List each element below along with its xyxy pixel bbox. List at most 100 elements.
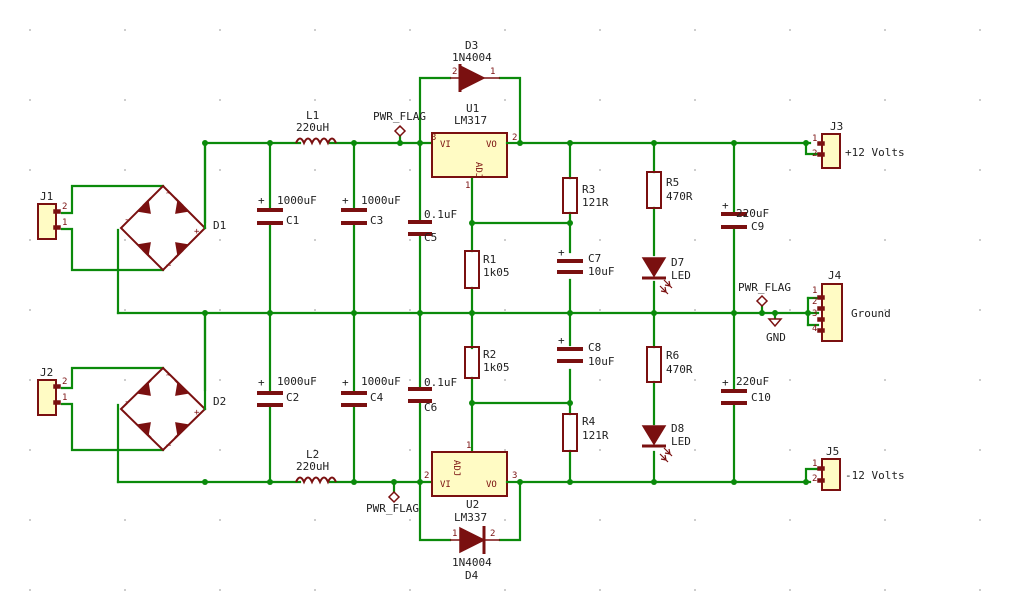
grid-dot bbox=[979, 99, 981, 101]
grid-dot bbox=[504, 239, 506, 241]
grid-dot bbox=[599, 379, 601, 381]
c1-value: 1000uF bbox=[277, 194, 317, 207]
c8-ref: C8 bbox=[588, 341, 601, 354]
grid-dot bbox=[694, 589, 696, 591]
grid-dot bbox=[694, 449, 696, 451]
r5-value: 470R bbox=[666, 190, 693, 203]
j3-pin2: 2 bbox=[812, 149, 817, 159]
j5-pin2: 2 bbox=[812, 474, 817, 484]
c2-ref: C2 bbox=[286, 391, 299, 404]
c8-value: 10uF bbox=[588, 355, 615, 368]
resistor-r6: R6 470R bbox=[646, 346, 693, 383]
grid-dot bbox=[504, 99, 506, 101]
capacitor-c2: + 1000uF C2 bbox=[257, 375, 317, 407]
grid-dot bbox=[29, 449, 31, 451]
regulator-u1: VI VO ADJ 3 2 1 U1 LM317 bbox=[431, 102, 522, 191]
grid-dot bbox=[124, 379, 126, 381]
l1-ref: L1 bbox=[306, 109, 319, 122]
grid-dot bbox=[29, 239, 31, 241]
u2-value: LM337 bbox=[454, 511, 487, 524]
u1-vi: VI bbox=[440, 140, 451, 150]
capacitor-c5: 0.1uF C5 bbox=[408, 208, 457, 244]
bridge-rectifier-d1: D1 + - ~ ~ bbox=[119, 141, 226, 272]
c10-value: 220uF bbox=[736, 375, 769, 388]
j2-pin1: 1 bbox=[62, 393, 67, 403]
capacitor-c6: 0.1uF C6 bbox=[408, 376, 457, 414]
d1-plus: + bbox=[194, 227, 200, 237]
d2-minus: - bbox=[124, 397, 129, 407]
capacitor-c3: + 1000uF C3 bbox=[341, 194, 401, 227]
grid-dot bbox=[409, 309, 411, 311]
grid-dot bbox=[219, 239, 221, 241]
grid-dot bbox=[409, 589, 411, 591]
d3-value: 1N4004 bbox=[452, 51, 492, 64]
grid-dot bbox=[314, 99, 316, 101]
d3-pin-a: 2 bbox=[452, 67, 457, 77]
u1-pin-out: 2 bbox=[512, 133, 517, 143]
connector-j5: 1 2 J5 -12 Volts bbox=[812, 445, 905, 491]
j4-pin3: 3 bbox=[812, 309, 817, 319]
l1-value: 220uH bbox=[296, 121, 329, 134]
connector-j1: J1 2 1 bbox=[37, 190, 67, 240]
grid-dot bbox=[219, 519, 221, 521]
connector-j4: 1 2 3 4 J4 Ground bbox=[812, 269, 891, 342]
grid-dot bbox=[599, 519, 601, 521]
j1-pin2: 2 bbox=[62, 202, 67, 212]
resistor-r3: R3 121R bbox=[562, 177, 609, 214]
grid-dot bbox=[789, 29, 791, 31]
d1-ac-top: ~ bbox=[166, 189, 172, 199]
j4-ref: J4 bbox=[828, 269, 842, 282]
grid-dot bbox=[979, 519, 981, 521]
u2-vi: VI bbox=[440, 480, 451, 490]
j4-pin1: 1 bbox=[812, 286, 817, 296]
c6-ref: C6 bbox=[424, 401, 437, 414]
grid-dot bbox=[979, 309, 981, 311]
d3-pin-k: 1 bbox=[490, 67, 495, 77]
grid-dot bbox=[219, 449, 221, 451]
grid-dot bbox=[219, 379, 221, 381]
grid-dot bbox=[124, 589, 126, 591]
grid-dot bbox=[409, 379, 411, 381]
grid-dot bbox=[694, 239, 696, 241]
led-d8: D8 LED bbox=[641, 422, 691, 463]
c9-polarity: + bbox=[722, 199, 729, 212]
c5-value: 0.1uF bbox=[424, 208, 457, 221]
grid-dot bbox=[124, 169, 126, 171]
grid-dot bbox=[789, 589, 791, 591]
d3-ref: D3 bbox=[465, 39, 478, 52]
capacitor-c7: + C7 10uF bbox=[557, 246, 615, 278]
c4-value: 1000uF bbox=[361, 375, 401, 388]
j4-pin4: 4 bbox=[812, 324, 817, 334]
j4-pin2: 2 bbox=[812, 297, 817, 307]
u2-ref: U2 bbox=[466, 498, 479, 511]
d1-ref: D1 bbox=[213, 219, 226, 232]
capacitor-c1: + 1000uF C1 bbox=[257, 194, 317, 227]
inductor-l2: L2 220uH bbox=[295, 448, 337, 485]
u2-pin-in: 2 bbox=[424, 471, 429, 481]
grid-dot bbox=[314, 239, 316, 241]
grid-dot bbox=[694, 29, 696, 31]
u1-pin-in: 3 bbox=[431, 133, 436, 143]
grid-dot bbox=[29, 379, 31, 381]
u2-pin-adj: 1 bbox=[466, 441, 471, 451]
u2-vo: VO bbox=[486, 480, 497, 490]
u1-adj: ADJ bbox=[473, 162, 483, 178]
grid-dot bbox=[314, 169, 316, 171]
junctions bbox=[202, 140, 811, 485]
resistor-r4: R4 121R bbox=[562, 413, 609, 452]
pwr-flag-top: PWR_FLAG bbox=[373, 110, 426, 138]
j1-ref: J1 bbox=[40, 190, 53, 203]
d4-ref: D4 bbox=[465, 569, 479, 582]
c7-polarity: + bbox=[558, 246, 565, 259]
r5-ref: R5 bbox=[666, 176, 679, 189]
c10-ref: C10 bbox=[751, 391, 771, 404]
regulator-u2: VI VO ADJ 2 3 1 U2 LM337 bbox=[424, 441, 522, 524]
grid-dot bbox=[124, 99, 126, 101]
d4-pin-k: 2 bbox=[490, 529, 495, 539]
c1-polarity: + bbox=[258, 194, 265, 207]
grid-dot bbox=[409, 29, 411, 31]
d2-plus: + bbox=[194, 408, 200, 418]
grid-dot bbox=[314, 589, 316, 591]
grid-dot bbox=[29, 589, 31, 591]
grid-dot bbox=[219, 589, 221, 591]
